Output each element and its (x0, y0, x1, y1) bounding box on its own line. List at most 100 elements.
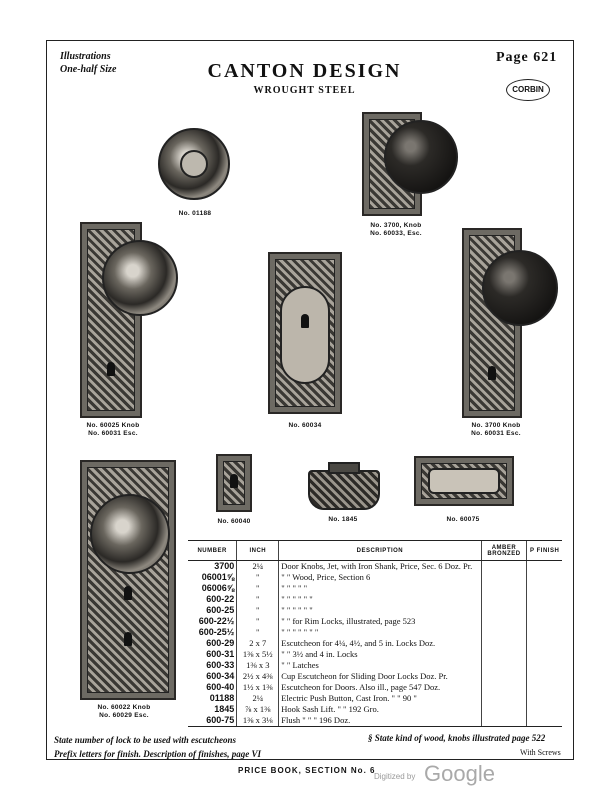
cell-amber-bronzed (480, 660, 527, 671)
cell-p-finish (526, 660, 562, 671)
cell-number: 600-22½ (198, 616, 235, 626)
footer-note-escutcheons: State number of lock to be used with esc… (54, 735, 237, 745)
cell-number: 600-22 (206, 594, 235, 604)
jet-knob (384, 120, 458, 194)
keyhole (230, 474, 238, 488)
caption-3700-60031: No. 3700 Knob No. 60031 Esc. (456, 422, 536, 438)
cell-number: 1845 (214, 704, 235, 714)
caption-01188: No. 01188 (178, 210, 212, 217)
cell-number: 01188 (209, 693, 235, 703)
cell-amber-bronzed (480, 572, 527, 583)
cell-inch: " (236, 616, 279, 627)
sash-lift-top (328, 462, 360, 474)
keyhole (107, 362, 115, 376)
push-button-center (180, 150, 208, 178)
cell-p-finish (526, 572, 562, 583)
corbin-logo: CORBIN (506, 79, 550, 101)
cell-p-finish (526, 583, 562, 594)
cell-amber-bronzed (480, 649, 527, 660)
caption-1845: No. 1845 (328, 516, 358, 523)
ornate-knob (102, 240, 178, 316)
hardware-3700-60033 (362, 112, 462, 216)
hardware-60040 (216, 454, 252, 512)
cell-description: " " " " " " " (278, 627, 482, 638)
cell-amber-bronzed (480, 682, 527, 693)
header-number: NUMBER (188, 540, 237, 561)
cell-description: " " Latches (278, 660, 482, 671)
table-row: 06001⅝"" " Wood, Price, Section 6 (188, 572, 562, 583)
cell-inch: " (236, 572, 279, 583)
hardware-1845 (308, 462, 380, 510)
caption-60075: No. 60075 (446, 516, 480, 523)
cell-amber-bronzed (480, 605, 527, 616)
cell-description: Hook Sash Lift. " " 192 Gro. (278, 704, 482, 715)
cell-amber-bronzed (480, 583, 527, 594)
cell-p-finish (526, 560, 562, 572)
caption-3700-knob: No. 3700 Knob (471, 422, 521, 429)
caption-3700-60033: No. 3700, Knob No. 60033, Esc. (356, 222, 436, 238)
hardware-60034 (268, 252, 342, 414)
cell-description: Door Knobs, Jet, with Iron Shank, Price,… (278, 560, 482, 572)
caption-60040: No. 60040 (217, 518, 251, 525)
cell-inch: 1½ x 1⅜ (236, 682, 279, 693)
footer-note-finish: Prefix letters for finish. Description o… (54, 749, 262, 759)
caption-60022-knob: No. 60022 Knob (97, 704, 151, 711)
cell-amber-bronzed (480, 704, 527, 715)
cell-inch: 2¼ (236, 693, 279, 704)
footer-notes-left: State number of lock to be used with esc… (54, 733, 261, 761)
cell-number: 600-25½ (198, 627, 235, 637)
hardware-60075 (414, 456, 514, 506)
cell-inch: " (236, 627, 279, 638)
keyhole-lower (124, 632, 132, 646)
price-book-section: PRICE BOOK, SECTION No. 6 (238, 766, 376, 775)
caption-60033-esc: No. 60033, Esc. (370, 230, 422, 237)
page-border (46, 40, 574, 760)
caption-60031-esc: No. 60031 Esc. (88, 430, 138, 437)
caption-60029-esc: No. 60029 Esc. (99, 712, 149, 719)
cell-inch: 2½ x 4⅜ (236, 671, 279, 682)
footer-note-wood: § State kind of wood, knobs illustrated … (368, 733, 546, 743)
cell-number: 06001⅝ (201, 572, 235, 582)
cell-inch: 2¼ (236, 560, 279, 572)
table-row: 06006⅝"" " " " " (188, 583, 562, 594)
cell-p-finish (526, 605, 562, 616)
cell-description: Flush " " " 196 Doz. (278, 715, 482, 727)
caption-60025-knob: No. 60025 Knob (86, 422, 140, 429)
cell-amber-bronzed (480, 560, 527, 572)
cell-number: 600-34 (206, 671, 235, 681)
cell-description: " " for Rim Locks, illustrated, page 523 (278, 616, 482, 627)
cell-inch: " (236, 594, 279, 605)
cell-number: 600-75 (188, 715, 237, 727)
table-header-row: NUMBER INCH DESCRIPTION AMBER BRONZED P … (188, 540, 562, 561)
cell-p-finish (526, 649, 562, 660)
page-title: CANTON DESIGN (207, 60, 402, 82)
caption-60022-60029: No. 60022 Knob No. 60029 Esc. (74, 704, 174, 720)
cell-p-finish (526, 682, 562, 693)
with-screws-note: With Screws (520, 748, 561, 757)
cell-number: 600-40 (206, 682, 235, 692)
cell-p-finish (526, 671, 562, 682)
cell-number: 600-25 (206, 605, 235, 615)
cell-number: 3700 (214, 561, 235, 571)
cell-amber-bronzed (480, 638, 527, 649)
header-amber-bronzed: AMBER BRONZED (480, 540, 527, 561)
cell-description: Cup Escutcheon for Sliding Door Locks Do… (278, 671, 482, 682)
cell-amber-bronzed (480, 693, 527, 704)
price-table: NUMBER INCH DESCRIPTION AMBER BRONZED P … (188, 540, 562, 727)
keyhole (488, 366, 496, 380)
cell-inch: " (236, 583, 279, 594)
cell-inch: " (236, 605, 279, 616)
cell-inch: 1⅜ x 3⅛ (236, 715, 279, 727)
illustrations-line-2: One-half Size (60, 64, 117, 75)
cell-amber-bronzed (480, 627, 527, 638)
page-number: Page 621 (496, 50, 558, 65)
cell-amber-bronzed (480, 715, 527, 727)
cell-inch: 1⅜ x 3 (236, 660, 279, 671)
